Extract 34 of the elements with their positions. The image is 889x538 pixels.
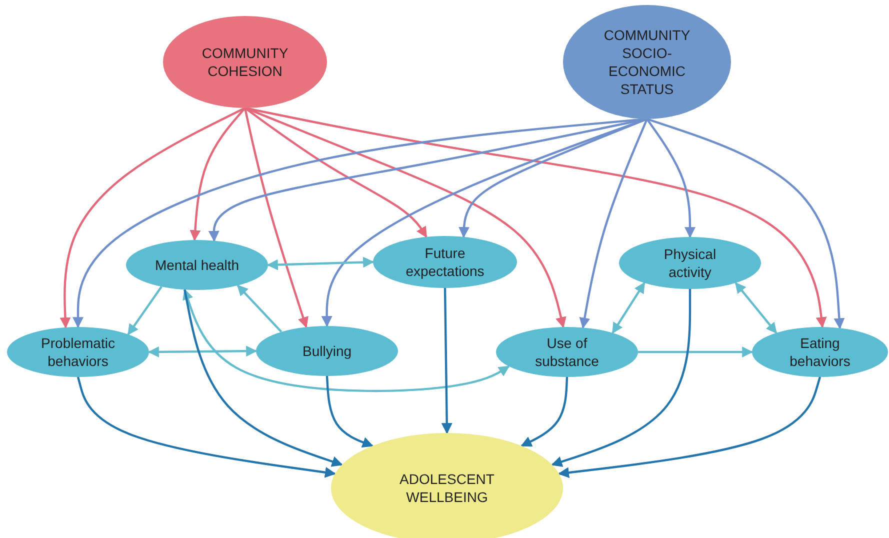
arrow [520,376,568,447]
node-label: COMMUNITY COHESION [200,44,290,80]
arrow [441,288,452,434]
node-label: Problematic behaviors [40,334,116,370]
arrow [558,376,822,478]
arrow [236,284,282,333]
arrow [551,289,692,467]
arrow [127,286,162,336]
arrow [646,118,696,238]
node-label: ADOLESCENT WELLBEING [398,470,496,506]
arrow [266,256,374,270]
arrow [244,108,308,328]
arrow [638,346,754,358]
node-label: Bullying [302,342,352,360]
arrow [182,288,510,392]
arrow [458,118,648,238]
arrow [190,107,246,242]
arrow [734,282,778,334]
node-label: Use of substance [534,334,600,370]
arrow [612,282,646,334]
arrow [148,346,258,358]
node-label: Mental health [154,256,240,274]
node-label: COMMUNITY SOCIO-ECONOMIC STATUS [602,26,692,98]
arrow [579,118,648,329]
arrow [646,118,845,330]
node-label: Physical activity [662,244,718,282]
arrow [60,107,246,328]
node-label: Eating behaviors [788,334,852,370]
arrow [244,107,428,238]
node-label: Future expectations [404,244,486,280]
ellipse-node [496,327,638,377]
arrow [184,289,343,467]
arrow [326,376,374,448]
arrow [76,376,336,478]
